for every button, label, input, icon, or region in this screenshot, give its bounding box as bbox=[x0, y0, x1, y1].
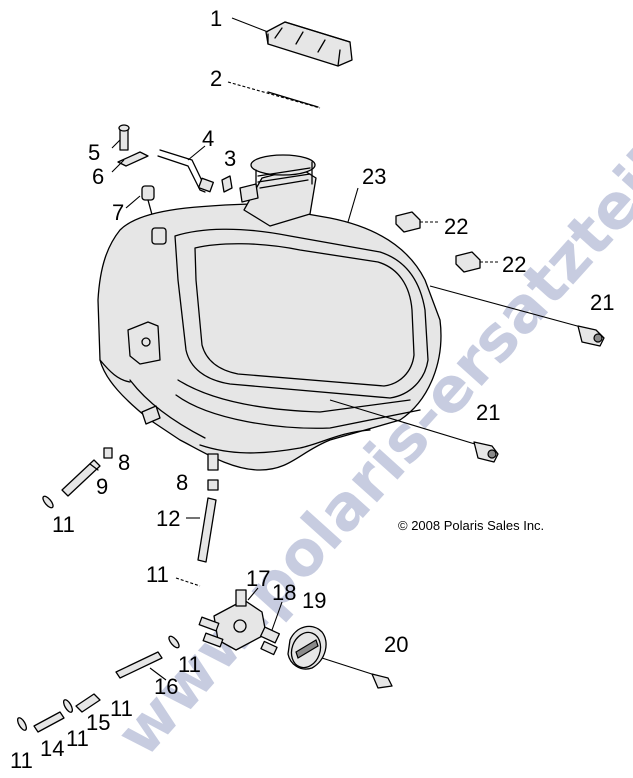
part-19-valve-knob bbox=[287, 625, 327, 670]
callout-20: 20 bbox=[384, 632, 408, 657]
part-11-clip-bottom-a bbox=[16, 717, 28, 731]
callout-12: 12 bbox=[156, 506, 180, 531]
callout-2: 2 bbox=[210, 66, 222, 91]
leader-20 bbox=[321, 657, 379, 677]
part-3-clip bbox=[221, 175, 233, 193]
part-16-hose bbox=[115, 651, 167, 681]
callout-22-lower: 22 bbox=[502, 252, 526, 277]
callout-6: 6 bbox=[92, 164, 104, 189]
part-1-fuel-cap bbox=[265, 21, 353, 67]
callout-8-center: 8 bbox=[176, 470, 188, 495]
callout-15: 15 bbox=[86, 710, 110, 735]
part-17-fuel-valve bbox=[198, 587, 267, 651]
part-9-hose-left bbox=[61, 459, 101, 497]
callout-22-upper: 22 bbox=[444, 214, 468, 239]
part-20-screw bbox=[371, 673, 393, 689]
part-15-fitting bbox=[75, 693, 101, 713]
part-22-pad-upper bbox=[395, 211, 440, 233]
part-12-hose-center bbox=[186, 497, 217, 563]
part-11-clip-bottom-b bbox=[62, 699, 74, 713]
callout-11-bottom-left: 11 bbox=[10, 748, 33, 773]
callout-21-lower: 21 bbox=[476, 400, 500, 425]
callout-16: 16 bbox=[154, 674, 178, 699]
callout-21-upper: 21 bbox=[590, 290, 614, 315]
callout-18: 18 bbox=[272, 580, 296, 605]
part-11-clip-right bbox=[168, 635, 180, 649]
part-11-clip-middle bbox=[175, 577, 201, 587]
callout-14: 14 bbox=[40, 736, 64, 761]
callout-8-left: 8 bbox=[118, 450, 130, 475]
callout-7: 7 bbox=[112, 200, 124, 225]
leader-21-lower bbox=[329, 399, 489, 449]
part-21-bolt-upper bbox=[577, 325, 605, 347]
callout-9: 9 bbox=[96, 474, 108, 499]
callout-17: 17 bbox=[246, 566, 270, 591]
leader-1 bbox=[231, 17, 269, 33]
callout-3: 3 bbox=[224, 146, 236, 171]
callout-11-middle: 11 bbox=[146, 562, 169, 587]
callout-5: 5 bbox=[88, 140, 100, 165]
callout-4: 4 bbox=[202, 126, 214, 151]
part-11-clip-left bbox=[42, 495, 54, 509]
part-18-screw bbox=[259, 601, 283, 656]
part-4-vent-tube bbox=[157, 145, 214, 193]
copyright-text: © 2008 Polaris Sales Inc. bbox=[398, 518, 544, 533]
callout-11-bottom-middle: 11 bbox=[66, 726, 89, 751]
part-14-tube bbox=[33, 711, 65, 733]
callout-1: 1 bbox=[210, 6, 222, 31]
part-21-bolt-lower bbox=[473, 441, 499, 463]
part-8-clamp-left bbox=[103, 447, 113, 459]
leader-21-upper bbox=[429, 285, 593, 331]
callout-11-left: 11 bbox=[52, 512, 75, 537]
part-5-bolt bbox=[118, 124, 130, 151]
part-23-fuel-tank bbox=[97, 154, 442, 471]
callout-11-right: 11 bbox=[178, 652, 201, 677]
part-6-washer bbox=[117, 151, 149, 167]
callout-19: 19 bbox=[302, 588, 326, 613]
part-2-gasket bbox=[227, 81, 321, 109]
callout-23: 23 bbox=[362, 164, 386, 189]
part-8-clamp-center bbox=[207, 479, 219, 491]
part-22-pad-lower bbox=[455, 251, 500, 273]
callout-11-bottom-right: 11 bbox=[110, 696, 133, 721]
